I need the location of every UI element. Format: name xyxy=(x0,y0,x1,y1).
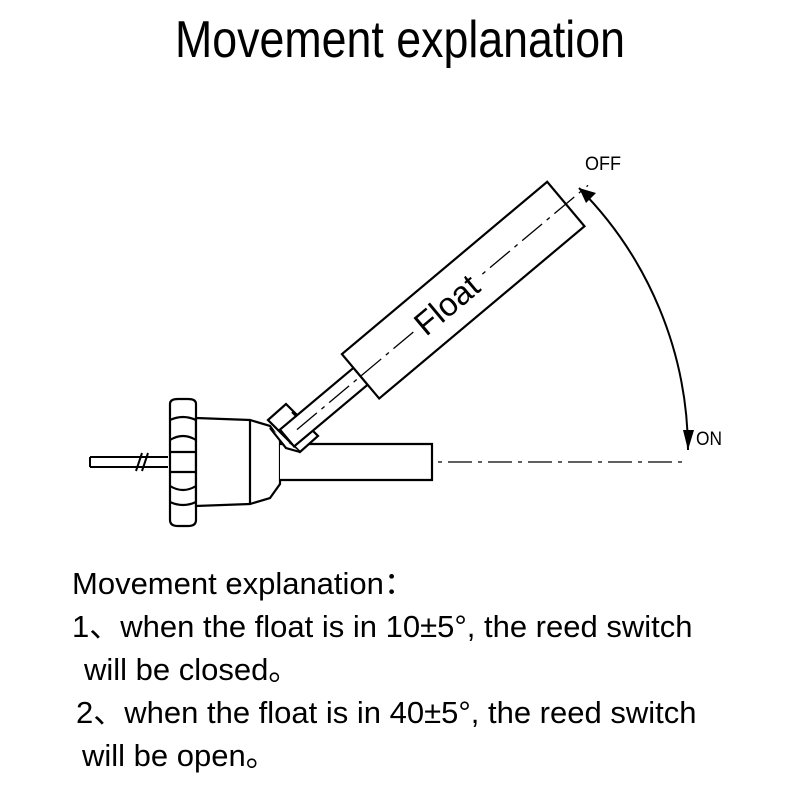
on-arrowhead xyxy=(683,430,694,450)
float-switch-diagram: Float OFF ON xyxy=(89,154,722,528)
explanation-item-1-line-2: will be closed。 xyxy=(84,652,300,687)
off-arrowhead xyxy=(579,188,596,203)
explanation-item-1-line-1: 1、when the float is in 10±5°, the reed s… xyxy=(72,609,693,644)
threaded-body xyxy=(194,416,282,508)
on-label: ON xyxy=(696,429,722,450)
horizontal-stem xyxy=(280,442,434,482)
rotation-arc xyxy=(578,187,694,451)
lead-wire xyxy=(89,452,168,472)
explanation-item-2-line-1: 2、when the float is in 40±5°, the reed s… xyxy=(76,695,697,730)
page-title: Movement explanation xyxy=(175,11,625,69)
off-label: OFF xyxy=(585,154,621,175)
hex-nut xyxy=(168,397,198,528)
explanation-item-2-line-2: will be open。 xyxy=(82,738,277,773)
explanation-text: Movement explanation： 1、when the float i… xyxy=(72,562,772,777)
float-assembly: Float xyxy=(278,180,589,448)
explanation-heading: Movement explanation： xyxy=(72,566,415,601)
